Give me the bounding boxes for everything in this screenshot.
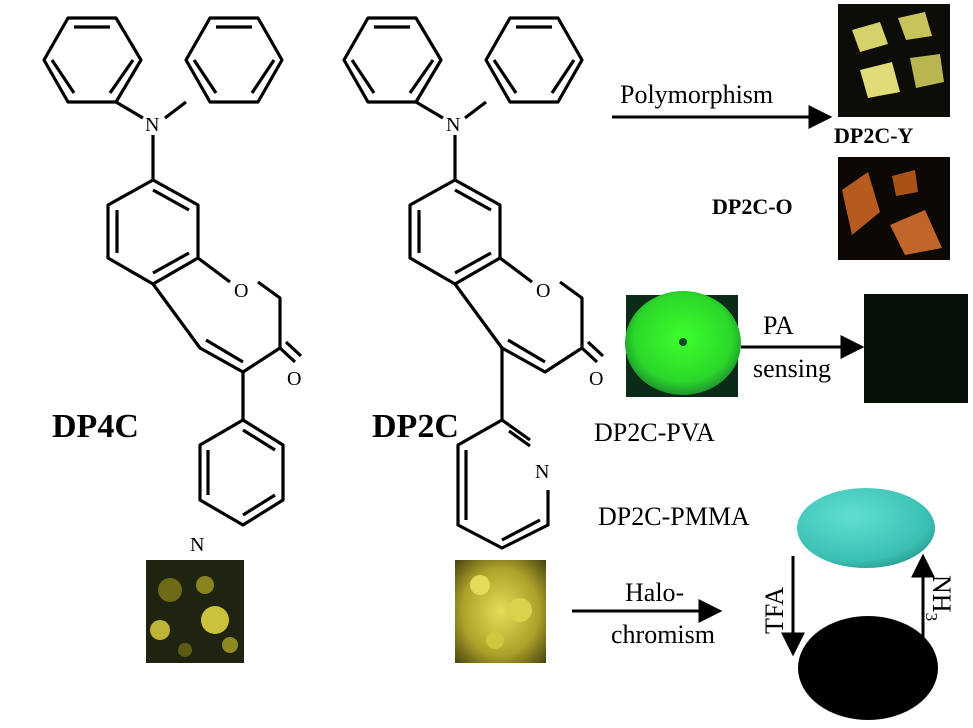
dp2c-structure <box>342 16 605 550</box>
dp2c-powder-photo <box>455 560 546 663</box>
pmma-film-neutral <box>797 488 935 568</box>
nh3-label-subscript: 3 <box>922 613 941 622</box>
pa-sensing-line1: PA <box>763 311 794 340</box>
dp2c-pyridine-n: N <box>535 461 549 483</box>
dp2c-label: DP2C <box>372 408 459 445</box>
dp2c-o-crystal-photo <box>838 157 950 260</box>
dp2c-amine-n: N <box>446 114 460 136</box>
dp4c-structure <box>42 16 303 527</box>
dp2c-y-label: DP2C-Y <box>834 123 914 148</box>
quenched-film-photo <box>864 294 968 403</box>
dp2c-ring-o: O <box>536 280 550 302</box>
polymorphism-label: Polymorphism <box>620 80 773 109</box>
dp4c-carbonyl-o: O <box>287 368 301 390</box>
nh3-label: NH3 <box>922 575 956 621</box>
dp2c-carbonyl-o: O <box>589 368 603 390</box>
tfa-label: TFA <box>760 587 789 634</box>
dp2c-y-crystal-photo <box>838 4 950 117</box>
dp2c-pva-film-photo <box>625 291 741 397</box>
dp2c-pmma-label: DP2C-PMMA <box>598 502 750 531</box>
halochromism-line1: Halo- <box>625 578 684 607</box>
dp2c-o-label: DP2C-O <box>712 194 793 219</box>
pmma-film-protonated <box>798 616 938 720</box>
dp4c-ring-o: O <box>234 280 248 302</box>
dp2c-pva-label: DP2C-PVA <box>594 418 715 447</box>
halochromism-line2: chromism <box>611 620 715 649</box>
dp4c-powder-photo <box>146 560 244 663</box>
dp4c-pyridine-n: N <box>190 534 204 556</box>
dp4c-amine-n: N <box>145 114 159 136</box>
dp4c-label: DP4C <box>52 408 139 445</box>
pa-sensing-line2: sensing <box>753 354 831 383</box>
nh3-label-main: NH <box>927 575 956 613</box>
